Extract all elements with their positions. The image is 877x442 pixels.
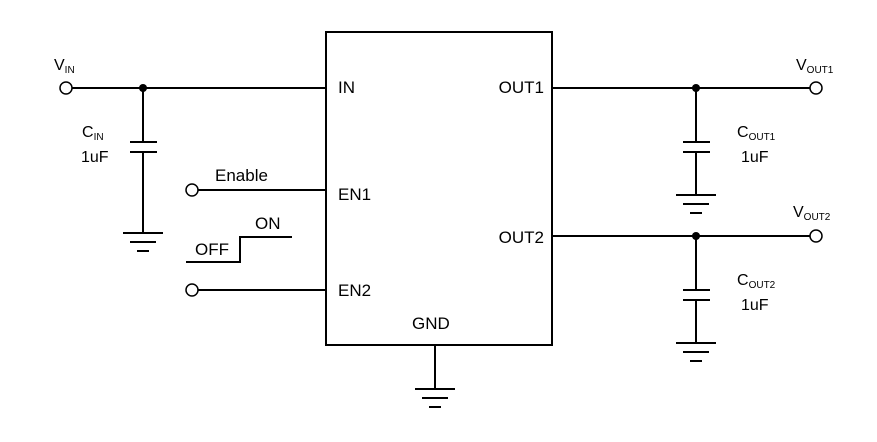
pin-out1-label: OUT1 [499, 78, 544, 97]
cout2-capacitor [683, 236, 710, 343]
enable-label: Enable [215, 166, 268, 185]
vin-terminal [59, 81, 73, 95]
vin-label: VIN [54, 57, 75, 76]
pin-en1-label: EN1 [338, 185, 371, 204]
vout2-terminal [809, 229, 823, 243]
en2-terminal [185, 283, 199, 297]
vout2-label: VOUT2 [793, 204, 831, 223]
cout2-value: 1uF [741, 297, 769, 314]
pin-in-label: IN [338, 78, 355, 97]
switch-off-label: OFF [195, 240, 229, 259]
cin-label: CIN [82, 124, 104, 143]
en1-terminal [185, 183, 199, 197]
cout2-label: COUT2 [737, 272, 776, 291]
cout1-label: COUT1 [737, 124, 776, 143]
cin-value: 1uF [81, 149, 109, 166]
cout1-ground-icon [676, 194, 716, 214]
vout1-terminal [809, 81, 823, 95]
pin-gnd-label: GND [412, 314, 450, 333]
off-on-step-waveform [186, 236, 292, 263]
pin-out2-label: OUT2 [499, 228, 544, 247]
regulator-chip [325, 31, 553, 346]
cout1-capacitor [683, 88, 710, 195]
cin-ground-icon [123, 232, 163, 252]
pin-en2-label: EN2 [338, 281, 371, 300]
vout1-label: VOUT1 [796, 57, 834, 76]
cin-capacitor [130, 88, 157, 233]
chip-ground-icon [415, 388, 455, 408]
cout1-value: 1uF [741, 149, 769, 166]
switch-on-label: ON [255, 214, 281, 233]
cout2-ground-icon [676, 342, 716, 362]
